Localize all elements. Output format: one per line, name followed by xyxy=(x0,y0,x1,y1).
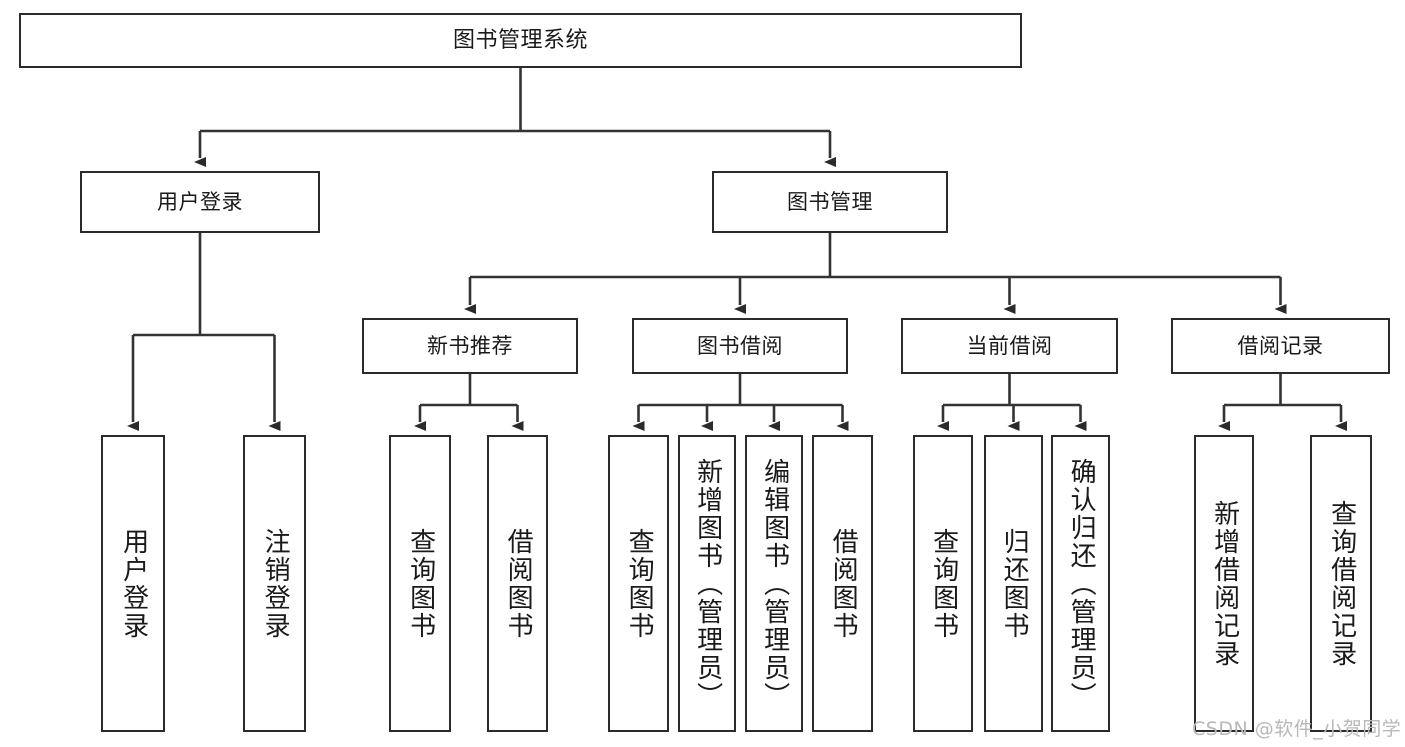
node-user-login-label: 用户登录 xyxy=(157,189,243,214)
node-user-login[interactable]: 用户登录 xyxy=(80,171,320,233)
node-leaf-query-borrow-record-label: 查询借阅记录 xyxy=(1326,499,1357,668)
node-leaf-return-book[interactable]: 归还图书 xyxy=(984,435,1043,732)
node-leaf-add-book-admin-label: 新增图书（管理员） xyxy=(692,457,723,710)
node-leaf-borrow-book-1-label: 借阅图书 xyxy=(503,527,534,640)
node-borrow-record[interactable]: 借阅记录 xyxy=(1171,318,1390,374)
node-new-book-recommend[interactable]: 新书推荐 xyxy=(362,318,578,374)
node-leaf-query-book-3[interactable]: 查询图书 xyxy=(913,435,973,732)
node-leaf-query-book-1[interactable]: 查询图书 xyxy=(389,435,451,732)
node-book-borrow[interactable]: 图书借阅 xyxy=(632,318,848,374)
node-book-borrow-label: 图书借阅 xyxy=(697,333,783,358)
node-root[interactable]: 图书管理系统 xyxy=(19,13,1022,68)
node-leaf-query-book-3-label: 查询图书 xyxy=(928,527,959,640)
node-leaf-user-login[interactable]: 用户登录 xyxy=(101,435,165,732)
node-root-label: 图书管理系统 xyxy=(452,27,588,53)
node-leaf-edit-book-admin[interactable]: 编辑图书（管理员） xyxy=(745,435,803,732)
node-new-book-recommend-label: 新书推荐 xyxy=(427,333,513,358)
node-leaf-add-borrow-record-label: 新增借阅记录 xyxy=(1209,499,1240,668)
node-current-borrow-label: 当前借阅 xyxy=(966,333,1053,358)
node-leaf-query-book-2-label: 查询图书 xyxy=(624,527,655,640)
node-leaf-add-book-admin[interactable]: 新增图书（管理员） xyxy=(678,435,736,732)
node-leaf-confirm-return-admin[interactable]: 确认归还（管理员） xyxy=(1051,435,1110,732)
node-book-manage-label: 图书管理 xyxy=(787,189,873,214)
node-leaf-user-login-label: 用户登录 xyxy=(118,527,149,640)
node-leaf-return-book-label: 归还图书 xyxy=(999,527,1030,640)
node-leaf-logout-login-label: 注销登录 xyxy=(260,527,291,640)
node-leaf-borrow-book-1[interactable]: 借阅图书 xyxy=(487,435,548,732)
node-leaf-query-book-1-label: 查询图书 xyxy=(405,527,436,640)
node-leaf-logout-login[interactable]: 注销登录 xyxy=(243,435,306,732)
node-leaf-borrow-book-2[interactable]: 借阅图书 xyxy=(812,435,873,732)
node-leaf-add-borrow-record[interactable]: 新增借阅记录 xyxy=(1194,435,1254,732)
node-leaf-borrow-book-2-label: 借阅图书 xyxy=(828,527,859,640)
node-borrow-record-label: 借阅记录 xyxy=(1237,333,1324,358)
node-leaf-query-borrow-record[interactable]: 查询借阅记录 xyxy=(1310,435,1372,732)
node-leaf-confirm-return-admin-label: 确认归还（管理员） xyxy=(1066,457,1097,710)
node-current-borrow[interactable]: 当前借阅 xyxy=(901,318,1118,374)
node-leaf-query-book-2[interactable]: 查询图书 xyxy=(608,435,669,732)
node-leaf-edit-book-admin-label: 编辑图书（管理员） xyxy=(759,457,790,710)
node-book-manage[interactable]: 图书管理 xyxy=(712,171,948,233)
